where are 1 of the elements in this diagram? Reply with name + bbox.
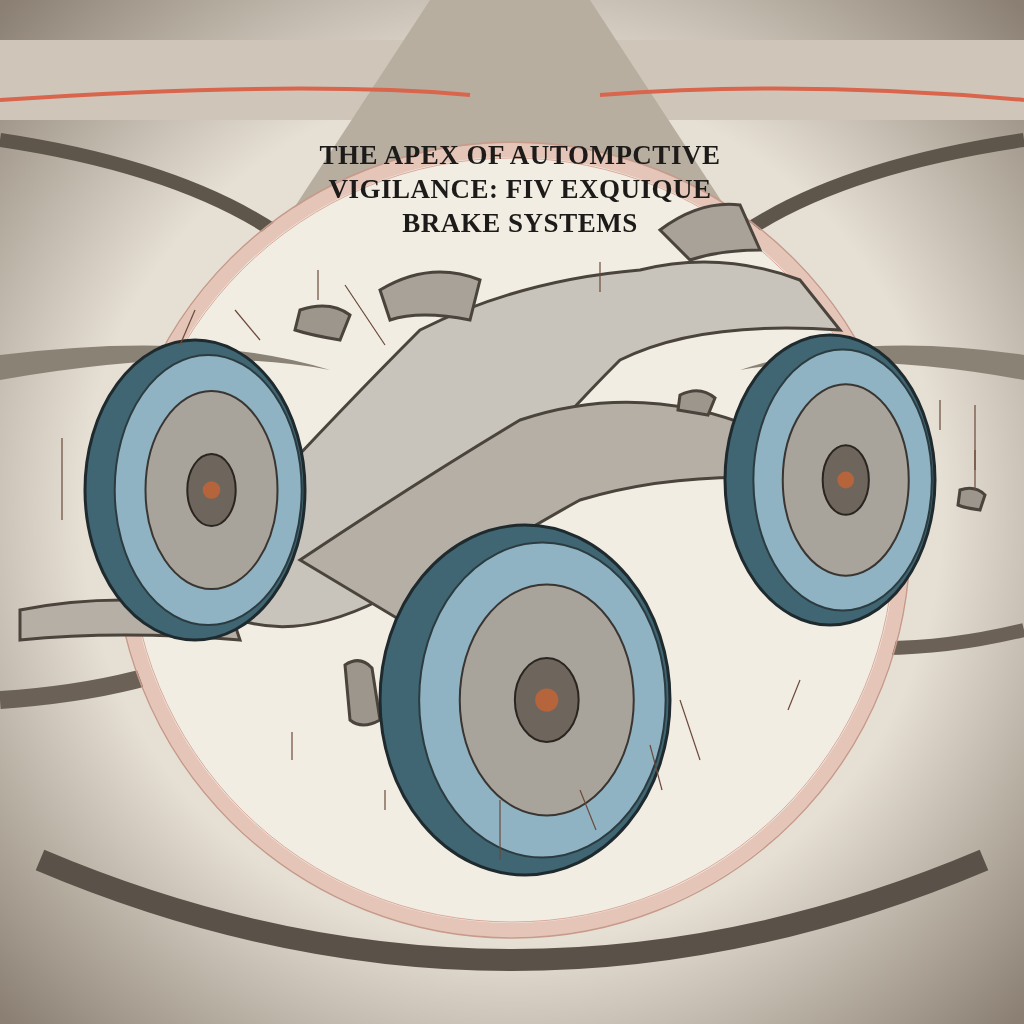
- title: THE APEX OF AUTOMPCTIVE VIGILANCE: FIV EXQUIQUE BRAKE SYSTEMS: [318, 139, 722, 240]
